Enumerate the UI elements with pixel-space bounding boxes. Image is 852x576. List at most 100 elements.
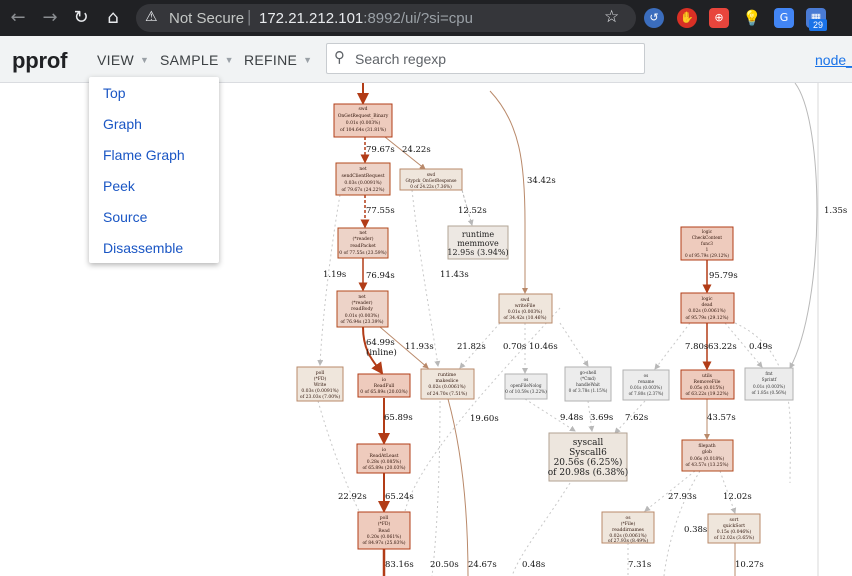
node-line: runtime	[438, 372, 456, 378]
edge-label: 20.50s	[430, 560, 459, 570]
node-line: net	[359, 166, 367, 172]
warning-triangle-icon: ⚠	[145, 9, 158, 25]
extension-refresh-icon[interactable]: ↺	[644, 8, 664, 28]
node-line: 0.05s (0.015%)	[690, 384, 725, 391]
extension-translate-icon[interactable]: G	[774, 8, 794, 28]
edge-label: 0.38s	[684, 525, 707, 535]
extension-bulb-icon[interactable]: 💡	[742, 9, 762, 27]
edge-label: 34.42s	[527, 176, 556, 186]
node-line: runtime	[462, 230, 494, 239]
url-separator: |	[247, 7, 252, 26]
search-icon: ⚲	[334, 48, 345, 66]
forward-arrow-icon[interactable]: →	[42, 7, 58, 28]
view-menu-label: VIEW	[97, 52, 134, 68]
chevron-down-icon: ▼	[139, 55, 150, 65]
node-line: os	[524, 377, 529, 382]
node-line: of 34.42s (10.46%)	[503, 314, 546, 321]
menu-item-flame-graph[interactable]: Flame Graph	[103, 147, 185, 163]
node-line: fmt	[765, 371, 773, 376]
node-line: Syscall6	[569, 448, 607, 458]
address-bar[interactable]: ⚠ Not Secure | 172.21.212.101:8992/ui/?s…	[136, 4, 636, 32]
browser-toolbar: ← → ↻ ⌂ ⚠ Not Secure | 172.21.212.101:89…	[0, 0, 852, 36]
edge-label: 27.93s	[668, 492, 697, 502]
edge	[789, 83, 818, 369]
node-line: 0 of 24.22s (7.36%)	[410, 184, 452, 189]
reload-icon[interactable]: ↻	[73, 7, 89, 28]
edge-label: 77.55s	[366, 206, 395, 216]
search-box[interactable]: ⚲	[326, 43, 645, 74]
node-line: 0 of 95.79s (29.12%)	[685, 253, 729, 258]
node-line: 0 of 10.59s (3.22%)	[505, 389, 547, 394]
extension-badge-count: 29	[809, 19, 827, 31]
node-line: openFileNolog	[510, 383, 541, 388]
node-line: readBody	[351, 306, 373, 312]
home-icon[interactable]: ⌂	[107, 7, 119, 28]
node-line: func3	[701, 241, 713, 246]
bookmark-star-icon[interactable]: ☆	[604, 7, 620, 27]
refine-menu[interactable]: REFINE▼	[244, 52, 312, 68]
node-line: 0 of 65.89s (20.03%)	[360, 388, 408, 395]
node-line: (*reader)	[352, 299, 373, 306]
sample-menu[interactable]: SAMPLE▼	[160, 52, 234, 68]
edge	[587, 400, 595, 432]
node-line: readPacket	[350, 243, 376, 249]
node-line: 0.01s (0.003%)	[508, 308, 543, 315]
node-line: quickSort	[723, 523, 745, 529]
back-arrow-icon[interactable]: ←	[10, 7, 26, 28]
node-link[interactable]: node_s	[815, 52, 852, 68]
search-input[interactable]	[355, 44, 640, 73]
menu-item-peek[interactable]: Peek	[103, 178, 135, 194]
node-line: (*FD)	[314, 375, 327, 382]
menu-item-disassemble[interactable]: Disassemble	[103, 240, 184, 256]
edge	[447, 398, 469, 576]
menu-item-graph[interactable]: Graph	[103, 116, 142, 132]
extension-hand-icon[interactable]: ✋	[677, 8, 697, 28]
view-menu[interactable]: VIEW ▼	[97, 52, 149, 68]
menu-item-source[interactable]: Source	[103, 209, 148, 225]
edge-label: 65.24s	[385, 492, 414, 502]
node-line: of 27.93s (8.49%)	[608, 537, 648, 544]
extension-network-icon[interactable]: ⊕	[709, 8, 729, 28]
edge-label: 7.80s	[685, 342, 708, 352]
node-line: writeFile	[515, 303, 536, 309]
menu-item-top[interactable]: Top	[103, 85, 126, 101]
node-line: logic	[702, 229, 713, 234]
node-line: 0.01s (0.003%)	[345, 312, 380, 319]
node-line: glob	[702, 449, 712, 455]
edge	[461, 189, 474, 226]
node-line: Sprintf	[762, 377, 777, 382]
node-line: swd	[358, 106, 367, 112]
